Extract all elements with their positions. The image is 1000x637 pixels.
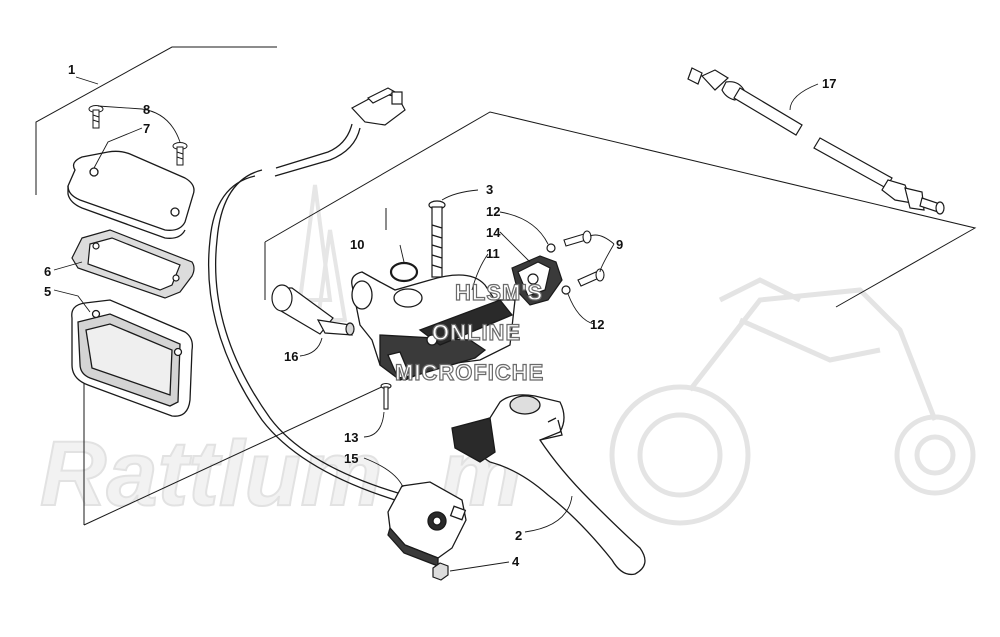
switch-wire-harness (207, 123, 399, 501)
callout-3: 3 (486, 182, 493, 197)
part-13-screw (380, 382, 392, 410)
callout-2: 2 (515, 528, 522, 543)
part-9-screw-bottom (577, 268, 605, 287)
wire-connector (351, 87, 406, 126)
callout-1: 1 (68, 62, 75, 77)
callout-14: 14 (486, 225, 501, 240)
callout-12-bottom: 12 (590, 317, 604, 332)
callout-12-top: 12 (486, 204, 500, 219)
leader-lines (53, 76, 819, 572)
assembly-boundaries (35, 46, 977, 526)
watermark-logo: Rattlum (40, 423, 382, 525)
callout-7: 7 (143, 121, 150, 136)
watermark-motorcycle (609, 277, 976, 526)
part-6-gasket (71, 229, 195, 299)
part-7-reservoir-cover (67, 150, 195, 239)
callout-17: 17 (822, 76, 836, 91)
callout-16: 16 (284, 349, 298, 364)
part-14-bracket (511, 255, 563, 306)
part-12-washer-bottom (561, 285, 571, 295)
watermark-text: HLSM'S ONLINE MICROFICHE (394, 279, 544, 385)
callout-labels: 1 2 3 4 5 6 7 8 9 10 11 12 12 13 15 14 1… (44, 62, 836, 569)
callout-13: 13 (344, 430, 358, 445)
watermark-line-3: MICROFICHE (395, 360, 544, 385)
callout-6: 6 (44, 264, 51, 279)
part-9-screw-top (563, 230, 592, 247)
part-5-reservoir-body (71, 299, 193, 417)
callout-9: 9 (616, 237, 623, 252)
part-3-pivot-bolt (428, 200, 446, 278)
callout-11: 11 (486, 246, 500, 261)
watermark-line-1: HLSM'S (455, 280, 543, 305)
part-8-screw-left (88, 105, 104, 129)
callout-8: 8 (143, 102, 150, 117)
callout-15: 15 (344, 451, 358, 466)
part-8-screw-right (172, 142, 188, 166)
callout-4: 4 (512, 554, 520, 569)
part-2-brake-lever (451, 394, 646, 576)
part-16-brake-switch (271, 284, 355, 336)
part-10-o-ring (389, 261, 419, 283)
watermark-line-2: ONLINE (432, 320, 521, 345)
callout-10: 10 (350, 237, 364, 252)
part-17-brake-hose (687, 67, 945, 215)
master-cylinder-body (351, 271, 516, 381)
part-4-nut (432, 562, 449, 581)
callout-5: 5 (44, 284, 51, 299)
part-12-washer-top (546, 243, 556, 253)
